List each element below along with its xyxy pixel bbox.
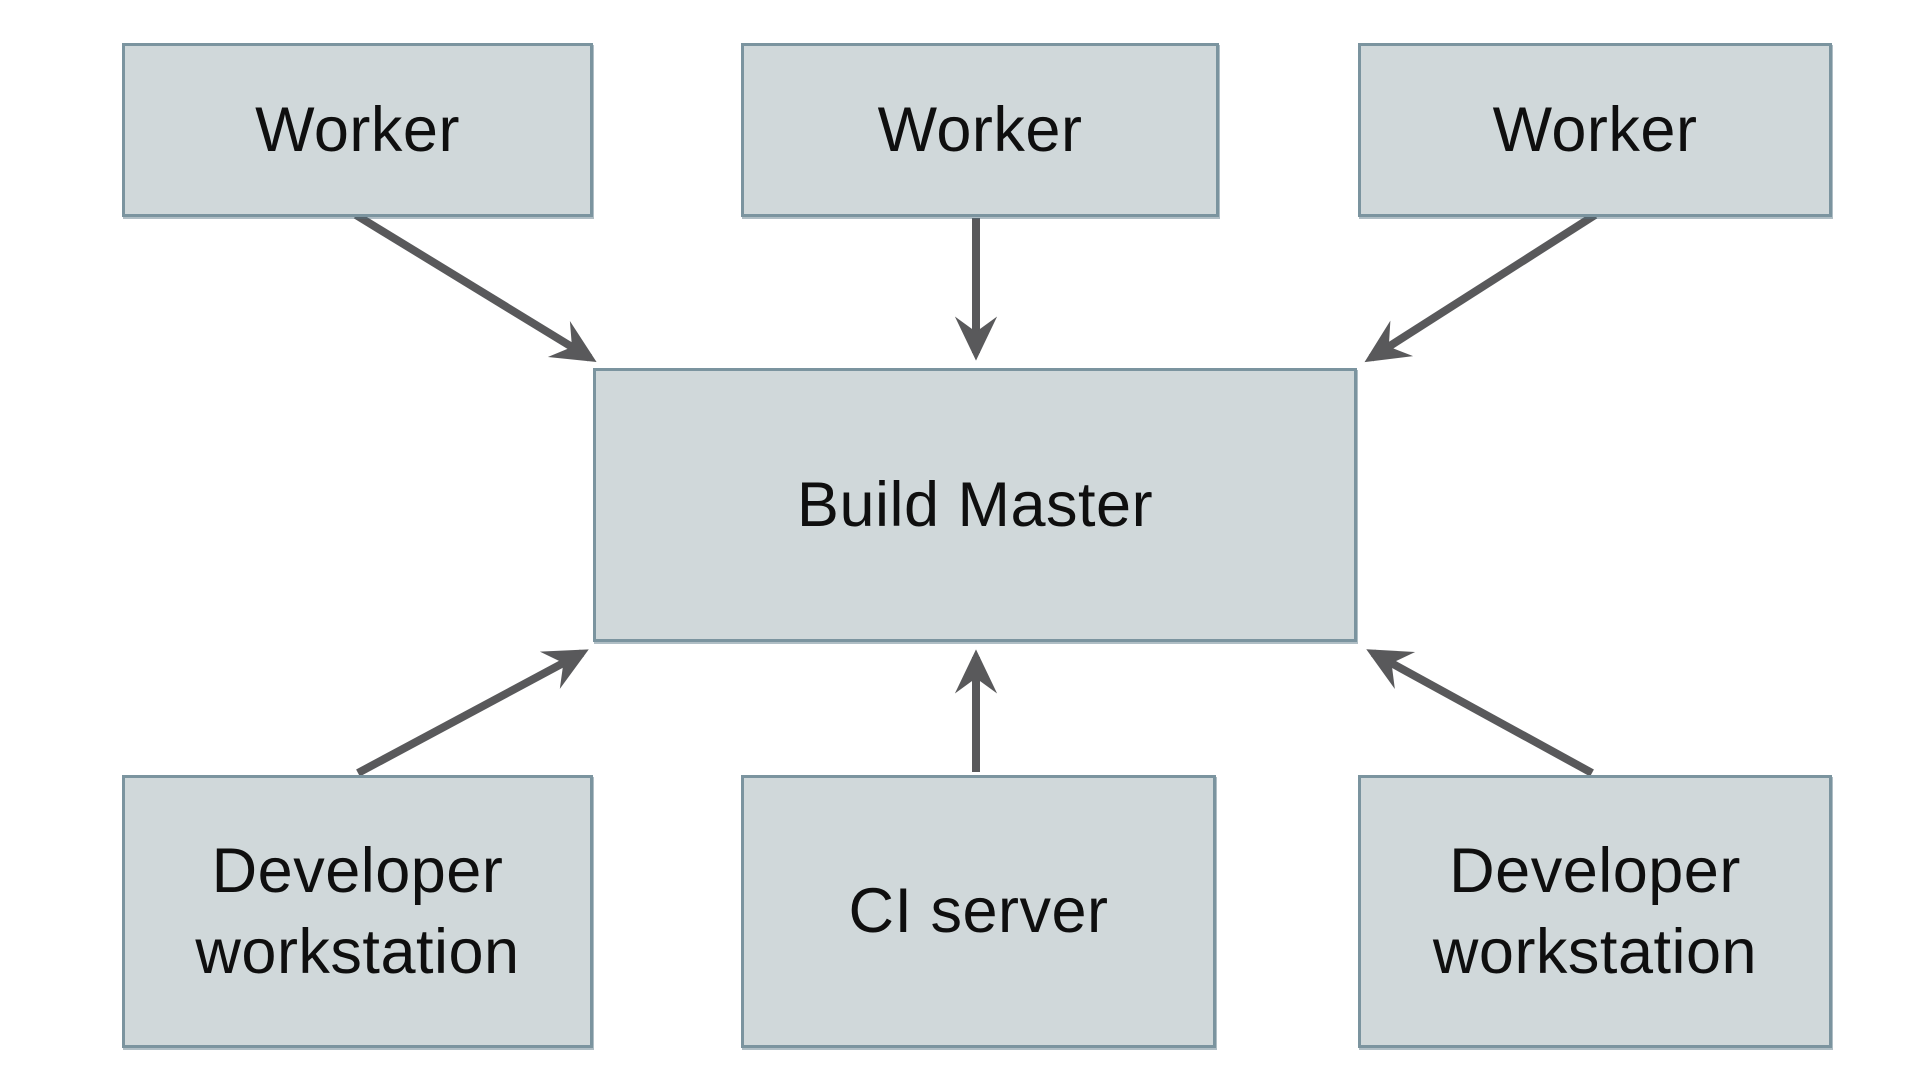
node-worker-3-label: Worker (1492, 94, 1698, 165)
arrow-worker-1-to-build-master (353, 211, 597, 363)
node-ci-server: CI server (741, 775, 1216, 1048)
node-worker-2: Worker (741, 43, 1219, 217)
arrow-worker-3-to-build-master (1364, 211, 1598, 363)
node-ci-server-label: CI server (848, 876, 1109, 947)
node-worker-1-label: Worker (255, 94, 460, 165)
node-developer-workstation-right-label: Developer workstation (1432, 835, 1758, 987)
node-worker-2-label: Worker (877, 94, 1083, 165)
node-developer-workstation-right: Developer workstation (1358, 775, 1832, 1048)
node-developer-workstation-left-label: Developer workstation (195, 835, 520, 987)
node-build-master: Build Master (593, 368, 1357, 642)
node-build-master-label: Build Master (796, 469, 1154, 540)
node-developer-workstation-left: Developer workstation (122, 775, 593, 1048)
node-worker-3: Worker (1358, 43, 1832, 217)
arrow-dev-ws-2-to-build-master (1366, 649, 1594, 777)
node-worker-1: Worker (122, 43, 593, 217)
arrow-dev-ws-1-to-build-master (356, 649, 589, 777)
